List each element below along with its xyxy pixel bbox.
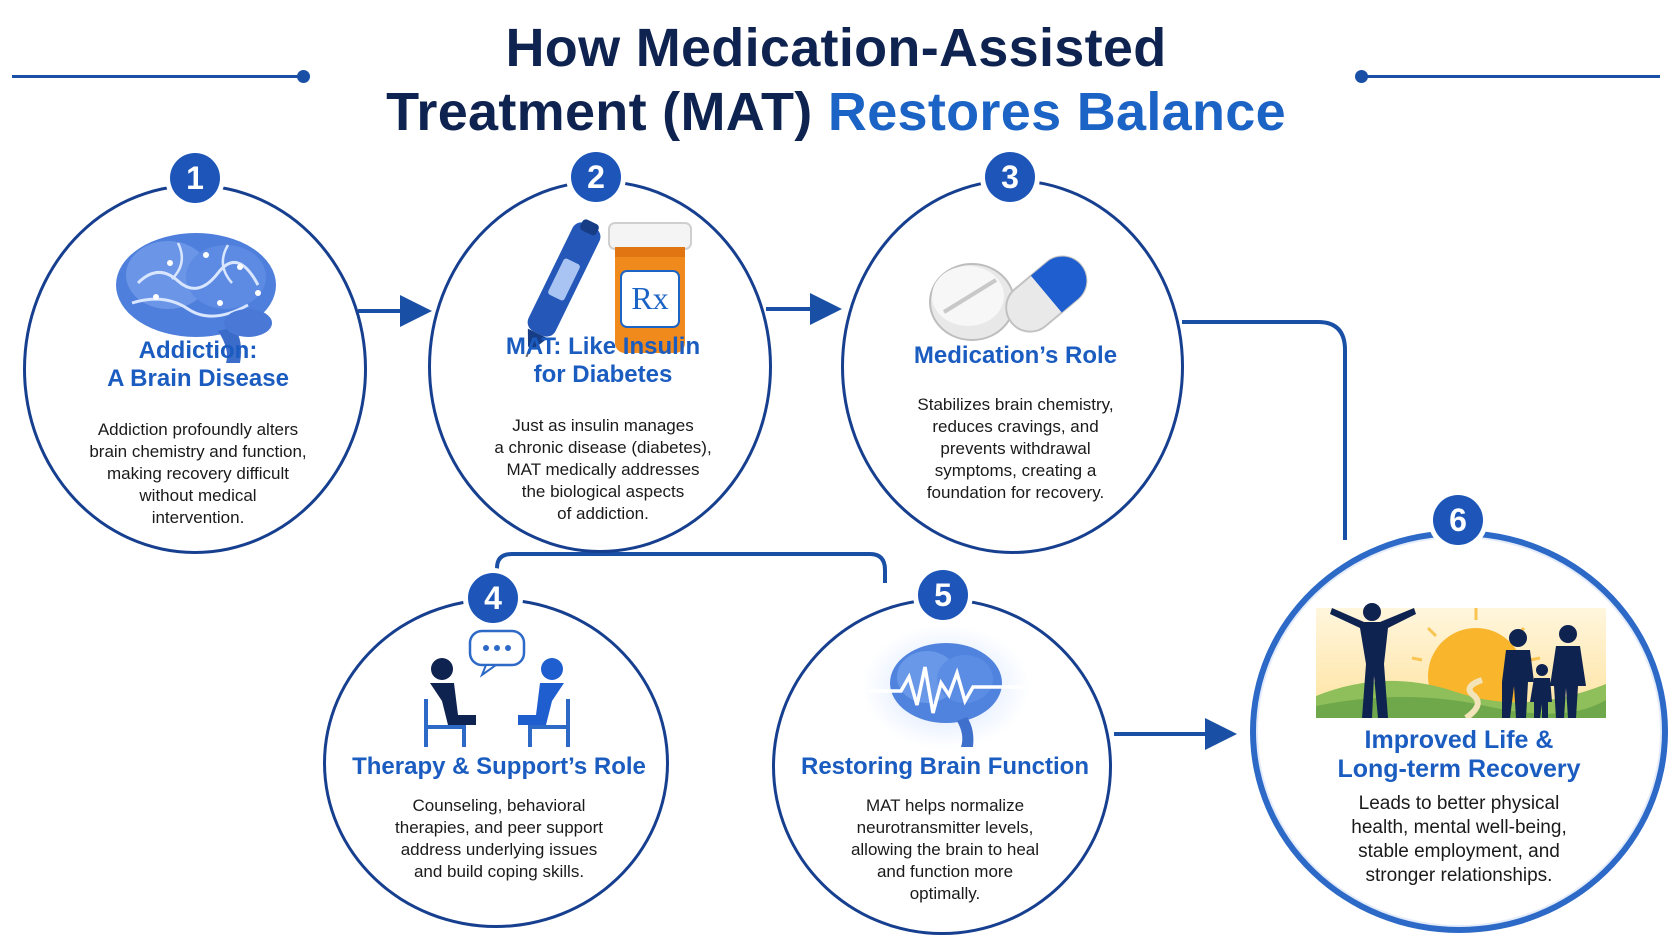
step-3-desc-line: foundation for recovery. <box>926 483 1105 502</box>
counseling-session-icon <box>424 629 570 747</box>
step-3-desc-line: prevents withdrawal <box>940 439 1091 458</box>
step-5-title: Restoring Brain Function <box>785 753 1105 781</box>
step-1-description: Addiction profoundly alters brain chemis… <box>56 419 340 529</box>
connector-3-to-6 <box>1182 320 1347 540</box>
step-1-title: Addiction: A Brain Disease <box>46 337 350 393</box>
step-4-desc-line: and build coping skills. <box>413 862 585 881</box>
step-4-description: Counseling, behavioral therapies, and pe… <box>356 795 642 883</box>
step-5-desc-line: optimally. <box>909 884 981 903</box>
step-2-desc-line: of addiction. <box>557 504 649 523</box>
step-2-title-line1: MAT: Like Insulin <box>505 333 701 360</box>
step-2-circle: Rx MAT: Like Insulin for Diabetes Just a… <box>428 180 772 553</box>
brain-icon <box>116 233 276 363</box>
title-rule-right-dot <box>1355 70 1368 83</box>
rx-label: Rx <box>631 280 668 316</box>
step-5-description: MAT helps normalize neurotransmitter lev… <box>805 795 1085 905</box>
step-6-circle: Improved Life & Long-term Recovery Leads… <box>1250 530 1668 933</box>
step-5-desc-line: MAT helps normalize <box>865 796 1025 815</box>
step-2-desc-line: Just as insulin manages <box>512 416 694 435</box>
step-2-desc-line: MAT medically addresses <box>506 460 700 479</box>
step-2-number-badge: 2 <box>571 152 621 202</box>
step-3-desc-line: symptoms, creating a <box>934 461 1097 480</box>
step-4-title-line1: Therapy & Support’s Role <box>352 753 646 780</box>
step-4-desc-line: address underlying issues <box>400 840 598 859</box>
step-4-desc-line: Counseling, behavioral <box>412 796 586 815</box>
step-1-number-badge: 1 <box>170 153 220 203</box>
connector-2-to-4-and-5 <box>495 552 887 585</box>
title-accent-part: Restores Balance <box>827 82 1286 142</box>
step-5-desc-line: neurotransmitter levels, <box>856 818 1034 837</box>
step-1-desc-line: brain chemistry and function, <box>89 442 307 461</box>
step-6-desc-line: Leads to better physical <box>1358 793 1560 814</box>
family-sunrise-icon <box>1316 603 1606 718</box>
step-6-title-line2: Long-term Recovery <box>1337 755 1581 783</box>
step-1-desc-line: without medical <box>139 486 257 505</box>
step-6-desc-line: health, mental well-being, <box>1351 817 1567 838</box>
step-2-title-line2: for Diabetes <box>533 361 673 388</box>
step-2-title: MAT: Like Insulin for Diabetes <box>451 333 755 389</box>
step-6-title: Improved Life & Long-term Recovery <box>1286 726 1632 784</box>
page-title-line2: Treatment (MAT) Restores Balance <box>0 82 1672 142</box>
step-3-description: Stabilizes brain chemistry, reduces crav… <box>874 394 1157 504</box>
step-6-number-badge: 6 <box>1433 495 1483 545</box>
step-3-title: Medication’s Role <box>864 342 1167 370</box>
step-1-desc-line: intervention. <box>151 508 245 527</box>
page-title-line1: How Medication-Assisted <box>505 18 1167 78</box>
step-3-number-badge: 3 <box>985 152 1035 202</box>
step-1-desc-line: Addiction profoundly alters <box>97 420 299 439</box>
title-dark-part: Treatment (MAT) <box>386 82 828 142</box>
step-1-title-line2: A Brain Disease <box>107 365 289 392</box>
step-4-circle: Therapy & Support’s Role Counseling, beh… <box>323 598 669 928</box>
step-5-circle: Restoring Brain Function MAT helps norma… <box>772 598 1112 935</box>
step-3-title-line1: Medication’s Role <box>913 342 1118 369</box>
title-rule-left <box>12 75 302 78</box>
step-5-desc-line: allowing the brain to heal <box>850 840 1040 859</box>
step-2-desc-line: the biological aspects <box>521 482 685 501</box>
step-1-circle: Addiction: A Brain Disease Addiction pro… <box>23 184 367 554</box>
title-rule-right <box>1364 75 1660 78</box>
step-6-desc-line: stronger relationships. <box>1365 865 1553 886</box>
step-1-desc-line: making recovery difficult <box>106 464 290 483</box>
step-6-title-line1: Improved Life & <box>1364 726 1554 754</box>
step-6-description: Leads to better physical health, mental … <box>1296 792 1622 888</box>
title-rule-left-dot <box>297 70 310 83</box>
glowing-brain-icon <box>862 625 1030 749</box>
step-2-description: Just as insulin manages a chronic diseas… <box>461 415 745 525</box>
insulin-pen-and-pill-bottle-icon: Rx <box>525 219 692 358</box>
step-6-desc-line: stable employment, and <box>1358 841 1560 862</box>
step-1-title-line1: Addiction: <box>138 337 258 364</box>
step-2-desc-line: a chronic disease (diabetes), <box>494 438 712 457</box>
step-5-number-badge: 5 <box>918 570 968 620</box>
step-4-desc-line: therapies, and peer support <box>395 818 603 837</box>
pills-icon <box>929 255 1088 341</box>
step-3-desc-line: reduces cravings, and <box>932 417 1099 436</box>
step-4-title: Therapy & Support’s Role <box>336 753 662 781</box>
step-3-circle: Medication’s Role Stabilizes brain chemi… <box>841 179 1184 554</box>
step-4-number-badge: 4 <box>468 573 518 623</box>
step-3-desc-line: Stabilizes brain chemistry, <box>917 395 1114 414</box>
step-5-desc-line: and function more <box>876 862 1014 881</box>
step-5-title-line1: Restoring Brain Function <box>801 753 1089 780</box>
